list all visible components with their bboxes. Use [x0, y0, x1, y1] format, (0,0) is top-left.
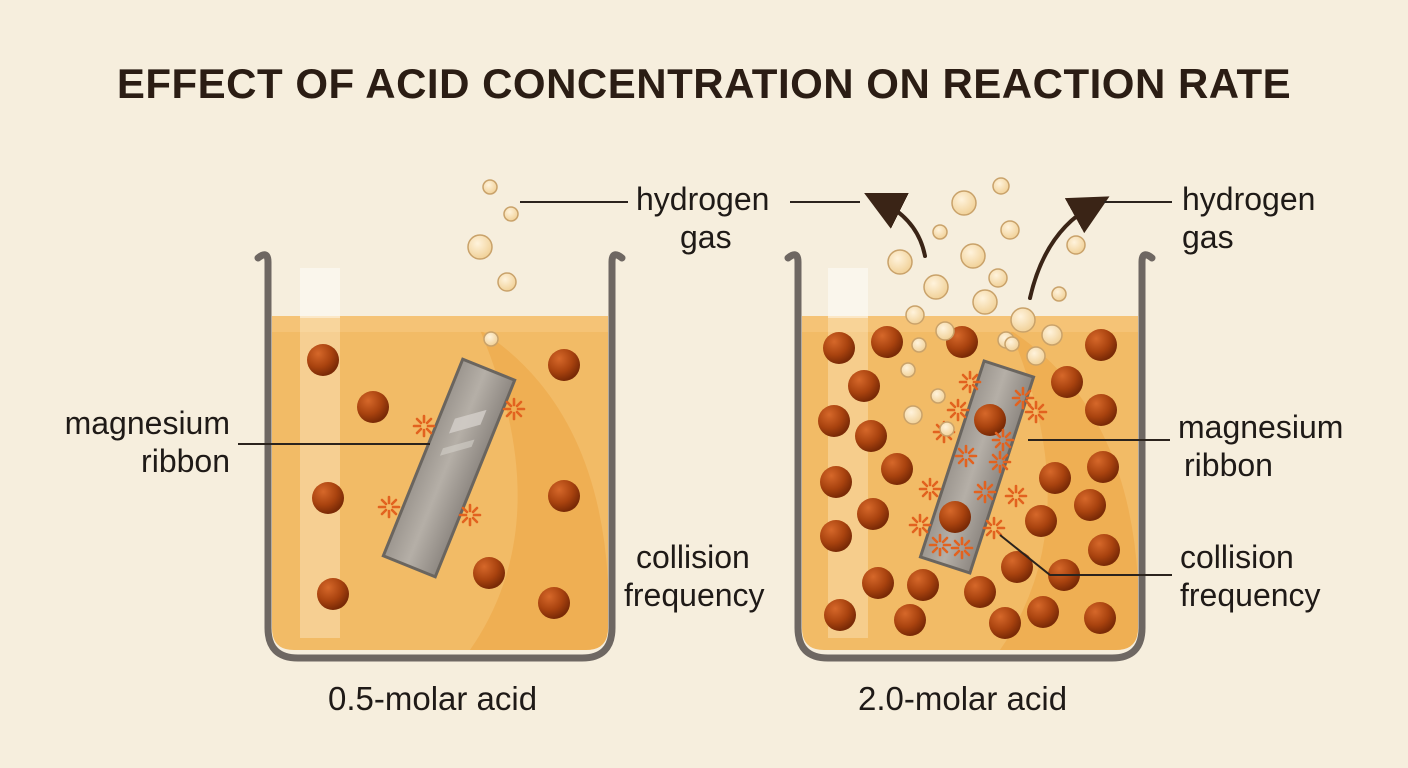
left-beaker-caption: 0.5-molar acid — [328, 680, 538, 717]
right-beaker-outline — [784, 251, 1156, 662]
diagram-title: EFFECT OF ACID CONCENTRATION ON REACTION… — [116, 60, 1292, 107]
label-line: gas — [1182, 219, 1234, 255]
right-magnesium-ribbon-label: magnesium ribbon — [1178, 408, 1343, 484]
right-collision-leader — [999, 534, 1172, 576]
left-magnesium-ribbon — [381, 357, 517, 579]
label-line: magnesium — [1178, 409, 1344, 445]
left-beaker — [238, 179, 628, 662]
label-line: collision — [636, 539, 750, 575]
label-line: hydrogen — [636, 181, 770, 217]
right-beaker-caption: 2.0-molar acid — [858, 680, 1068, 717]
left-beaker-outline — [254, 251, 626, 662]
right-hydrogen-gas-label: hydrogen gas — [1182, 180, 1315, 256]
left-magnesium-ribbon-label: magnesium ribbon — [40, 404, 230, 480]
right-beaker — [784, 177, 1172, 662]
left-hydrogen-gas-label: hydrogen gas — [636, 180, 769, 256]
right-acid-particles — [818, 326, 1120, 639]
left-acid-particles — [307, 344, 580, 619]
right-collision-frequency-label: collision frequency — [1180, 538, 1321, 614]
left-hydrogen-bubbles — [467, 179, 519, 347]
label-line: ribbon — [1184, 447, 1273, 483]
label-line: magnesium — [64, 405, 230, 441]
right-gas-arrows — [864, 193, 1110, 300]
right-hydrogen-bubbles — [887, 177, 1086, 437]
label-line: collision — [1180, 539, 1294, 575]
label-line: gas — [680, 219, 732, 255]
label-line: ribbon — [141, 443, 230, 479]
label-line: frequency — [1180, 577, 1321, 613]
label-line: hydrogen — [1182, 181, 1316, 217]
left-collision-sparks — [377, 397, 526, 527]
left-collision-frequency-label: collision frequency — [624, 538, 765, 614]
label-line: frequency — [624, 577, 765, 613]
